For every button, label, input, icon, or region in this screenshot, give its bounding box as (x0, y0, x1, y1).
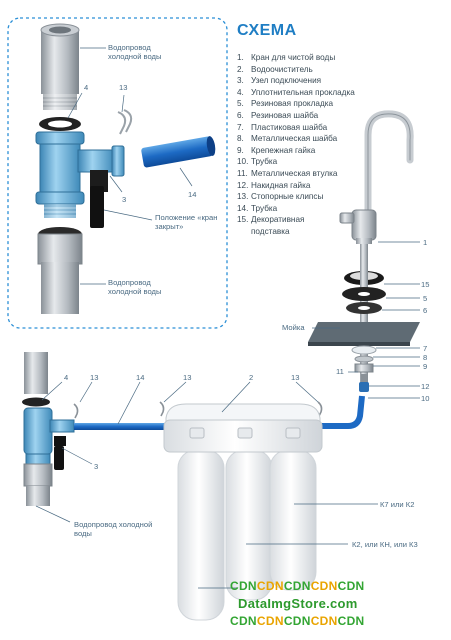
faucet-1 (339, 110, 414, 244)
legend-item: 15.Декоративная подставка (237, 215, 305, 236)
callout-7: 7 (423, 344, 428, 353)
parts-legend: 1.Кран для чистой воды 2.Водоочиститель … (237, 52, 447, 238)
valve-closed-position-label: Положение «кран закрыт» (155, 213, 218, 231)
legend-item: 10.Трубка (237, 157, 278, 167)
cold-water-pipe-label-top: Водопровод холодной воды (108, 43, 162, 61)
legend-item: 9.Крепежная гайка (237, 145, 316, 155)
cold-water-pipe-label-mid: Водопровод холодной воды (108, 278, 162, 296)
top-connection-node (35, 131, 125, 218)
callout-13: 13 (119, 83, 128, 92)
faucet-washers-7-9 (351, 345, 377, 392)
cartridge-label-k7-k2: К7 или К2 (380, 500, 415, 509)
faucet-stand-15 (344, 244, 384, 324)
callout-11: 11 (336, 367, 344, 376)
legend-item: 13.Стопорные клипсы (237, 192, 324, 202)
bottom-tube-14 (74, 423, 166, 430)
filter-2 (163, 403, 323, 621)
callout-3: 3 (122, 195, 127, 204)
callout-15: 15 (421, 280, 430, 289)
callout-4: 4 (84, 83, 89, 92)
legend-item: 7.Пластиковая шайба (237, 122, 328, 132)
callout-8: 8 (423, 353, 428, 362)
bottom-valve-assembly (22, 352, 75, 506)
top-upper-pipe (40, 23, 80, 110)
diagram-title: СХЕМА (237, 22, 297, 39)
callout-2: 2 (249, 373, 254, 382)
callout-13-bottom-b: 13 (183, 373, 192, 382)
callout-13-bottom-a: 13 (90, 373, 99, 382)
callout-1: 1 (423, 238, 428, 247)
detail-frame (7, 17, 228, 329)
legend-item: 11.Металлическая втулка (237, 168, 338, 178)
legend-item: 3.Узел подключения (237, 76, 322, 86)
legend-item: 2.Водоочиститель (237, 64, 313, 74)
callout-9: 9 (423, 362, 428, 371)
callout-13-bottom-c: 13 (291, 373, 300, 382)
callout-3-bottom: 3 (94, 462, 99, 471)
legend-item: 4.Уплотнительная прокладка (237, 87, 355, 97)
legend-item: 12.Накидная гайка (237, 180, 311, 190)
cartridge-label-k2-kn-k3: К2, или КН, или К3 (352, 540, 418, 549)
legend-item: 1.Кран для чистой воды (237, 53, 336, 62)
rubber-washer-6 (346, 302, 382, 314)
callout-5: 5 (423, 294, 428, 303)
watermark-line-3: CDNCDNCDNCDNCDN (230, 614, 365, 628)
callout-14-bottom: 14 (136, 373, 145, 382)
top-clip-13 (117, 109, 133, 135)
rubber-gasket-5 (342, 287, 386, 301)
top-gasket-4 (39, 117, 81, 131)
sink-label: Мойка (282, 323, 305, 332)
outlet-tube-10 (322, 395, 365, 429)
callout-12: 12 (421, 382, 430, 391)
callout-4-bottom: 4 (64, 373, 69, 382)
watermark-line-2: DataImgStore.com (238, 596, 358, 611)
cold-water-pipe-label-bottom: Водопровод холодной воды (74, 520, 153, 538)
top-tube-14 (141, 136, 216, 168)
legend-item: 6.Резиновая шайба (237, 110, 319, 120)
top-lower-pipe (37, 227, 83, 314)
callout-14: 14 (188, 190, 197, 199)
legend-item: 14.Трубка (237, 203, 278, 213)
callout-6: 6 (423, 306, 428, 315)
bottom-clips-13 (73, 401, 323, 419)
callout-10: 10 (421, 394, 430, 403)
legend-item: 8.Металлическая шайба (237, 134, 338, 144)
legend-item: 5.Резиновая прокладка (237, 99, 334, 109)
watermark-line-1: CDNCDNCDNCDNCDN (230, 579, 365, 593)
top-valve-handle (90, 170, 108, 228)
